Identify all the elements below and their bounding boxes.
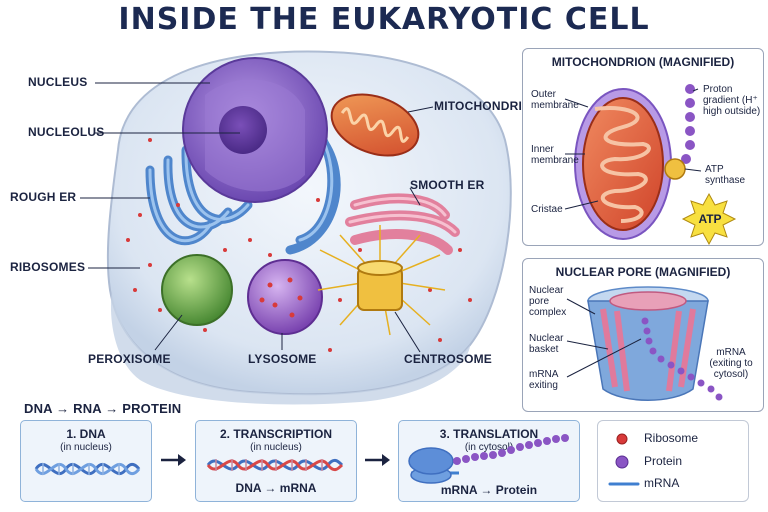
- legend-ribosome-label: Ribosome: [644, 431, 699, 445]
- step1-title: 1. DNA: [66, 427, 106, 441]
- pore-magnified: [566, 286, 723, 401]
- step3-title: 3. TRANSLATION: [439, 427, 539, 441]
- label-atp-synthase: ATP synthase: [705, 164, 746, 186]
- transcription-icon: [206, 458, 344, 472]
- lysosome: [247, 259, 323, 335]
- label-lysosome: LYSOSOME: [248, 352, 317, 366]
- pore-panel-title: NUCLEAR PORE (MAGNIFIED): [555, 265, 731, 279]
- label-cristae: Cristae: [531, 204, 563, 215]
- step-dna-box: 1. DNA (in nucleus): [20, 420, 152, 502]
- nucleolus: [219, 106, 267, 154]
- cell-mitochondrion: [330, 93, 420, 157]
- label-nucleolus: NUCLEOLUS: [28, 125, 105, 139]
- label-rough-er: ROUGH ER: [10, 190, 77, 204]
- flow-arrow-1: [161, 454, 186, 466]
- mito-magnified: [564, 84, 737, 245]
- legend: Ribosome Protein mRNA: [597, 420, 749, 502]
- atp-starburst: [681, 192, 737, 245]
- label-ribosomes: RIBOSOMES: [10, 260, 86, 274]
- mitochondrion-panel: MITOCHONDRION (MAGNIFIED) Outer membrane…: [522, 48, 764, 246]
- mito-panel-title: MITOCHONDRION (MAGNIFIED): [551, 55, 735, 69]
- legend-protein-label: Protein: [644, 454, 683, 468]
- nucleus: [182, 57, 328, 203]
- label-atp: ATP: [698, 212, 722, 226]
- ribosome-large-subunit: [408, 447, 454, 475]
- label-mrna-exiting: mRNA exiting: [529, 369, 558, 391]
- label-nuclear-basket: Nuclear basket: [529, 333, 564, 355]
- label-inner-membrane: Inner membrane: [531, 144, 579, 166]
- legend-mrna-label: mRNA: [644, 476, 680, 490]
- step-transcription-box: 2. TRANSCRIPTION (in nucleus) DNA → mRNA: [195, 420, 357, 502]
- step-translation-box: 3. TRANSLATION (in cytosol) mRNA → Prote…: [398, 420, 580, 502]
- peroxisome: [161, 254, 233, 326]
- step2-foot: DNA → mRNA: [235, 481, 317, 495]
- step1-sub: (in nucleus): [60, 442, 112, 453]
- step2-sub: (in nucleus): [250, 442, 302, 453]
- translation-icon: [408, 434, 569, 484]
- legend-symbols: [608, 433, 640, 486]
- label-mitochondrion: MITOCHONDRION: [434, 99, 541, 113]
- step2-title: 2. TRANSCRIPTION: [219, 427, 332, 441]
- page-title: INSIDE THE EUKARYOTIC CELL: [118, 2, 650, 37]
- dna-helix-icon: [34, 462, 141, 476]
- label-peroxisome: PEROXISOME: [88, 352, 171, 366]
- label-mrna-cytosol: mRNA (exiting to cytosol): [709, 347, 753, 380]
- label-centrosome: CENTROSOME: [404, 352, 493, 366]
- label-smooth-er: SMOOTH ER: [410, 178, 485, 192]
- legend-protein-icon: [615, 455, 629, 469]
- step3-foot: mRNA → Protein: [440, 483, 538, 497]
- label-pore-complex: Nuclear pore complex: [529, 285, 567, 318]
- label-outer-membrane: Outer membrane: [531, 89, 579, 111]
- nuclear-pore-panel: NUCLEAR PORE (MAGNIFIED) Nuclear pore co…: [522, 258, 764, 412]
- label-proton-gradient: Proton gradient (H⁺ high outside): [703, 84, 761, 117]
- centrosome: [317, 225, 446, 336]
- step3-sub: (in cytosol): [464, 442, 514, 453]
- flow-arrow-2: [365, 454, 390, 466]
- flow-heading: DNA → RNA → PROTEIN: [24, 401, 182, 416]
- legend-ribosome-icon: [616, 433, 628, 445]
- label-nucleus: NUCLEUS: [28, 75, 88, 89]
